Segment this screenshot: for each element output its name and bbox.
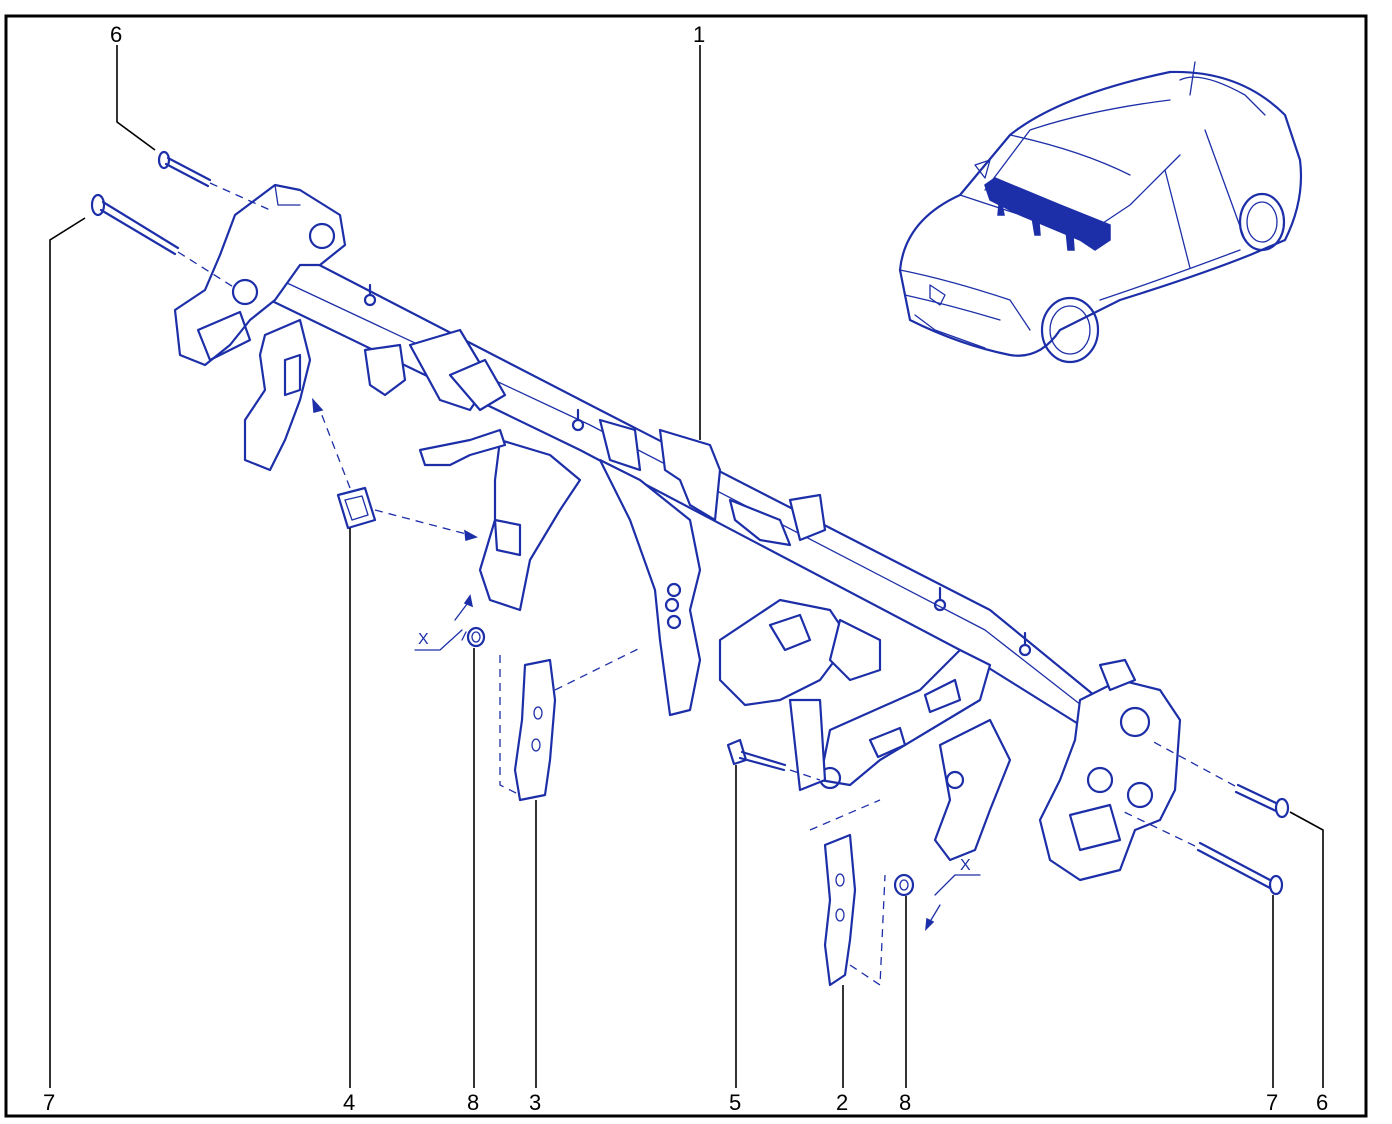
callout-2: 2 bbox=[836, 1090, 848, 1115]
dimension-label-right: X bbox=[960, 857, 971, 874]
callout-5: 5 bbox=[729, 1090, 741, 1115]
callout-7-left: 7 bbox=[43, 1090, 55, 1115]
callout-8-left: 8 bbox=[467, 1090, 479, 1115]
bolt-7-left bbox=[90, 193, 236, 289]
dimension-label-left: X bbox=[418, 631, 429, 648]
bolt-6-left bbox=[157, 150, 271, 211]
leader-lines bbox=[49, 45, 1324, 1088]
diagram-frame bbox=[4, 14, 1368, 1118]
part-4-clip bbox=[312, 397, 478, 541]
callout-4: 4 bbox=[343, 1090, 355, 1115]
dashboard-cross-member bbox=[173, 183, 1182, 882]
callout-6-top: 6 bbox=[110, 22, 122, 47]
bolt-7-right bbox=[1119, 809, 1284, 896]
dimension-x-left: X bbox=[414, 594, 474, 651]
nut-8-left bbox=[466, 626, 486, 648]
callout-numbers: 6 1 7 4 8 3 5 2 8 7 6 bbox=[43, 22, 1328, 1115]
nut-8-right bbox=[893, 873, 915, 897]
car-locator-illustration bbox=[898, 61, 1303, 364]
callout-7-right: 7 bbox=[1266, 1090, 1278, 1115]
callout-3: 3 bbox=[529, 1090, 541, 1115]
bolt-5 bbox=[726, 738, 821, 781]
dimension-x-right: X bbox=[925, 857, 981, 932]
callout-6-right: 6 bbox=[1316, 1090, 1328, 1115]
callout-1-top: 1 bbox=[693, 22, 705, 47]
bolt-6-right bbox=[1149, 739, 1290, 819]
part-2-bracket bbox=[809, 799, 886, 987]
part-3-bracket bbox=[499, 647, 641, 802]
callout-8-right: 8 bbox=[899, 1090, 911, 1115]
